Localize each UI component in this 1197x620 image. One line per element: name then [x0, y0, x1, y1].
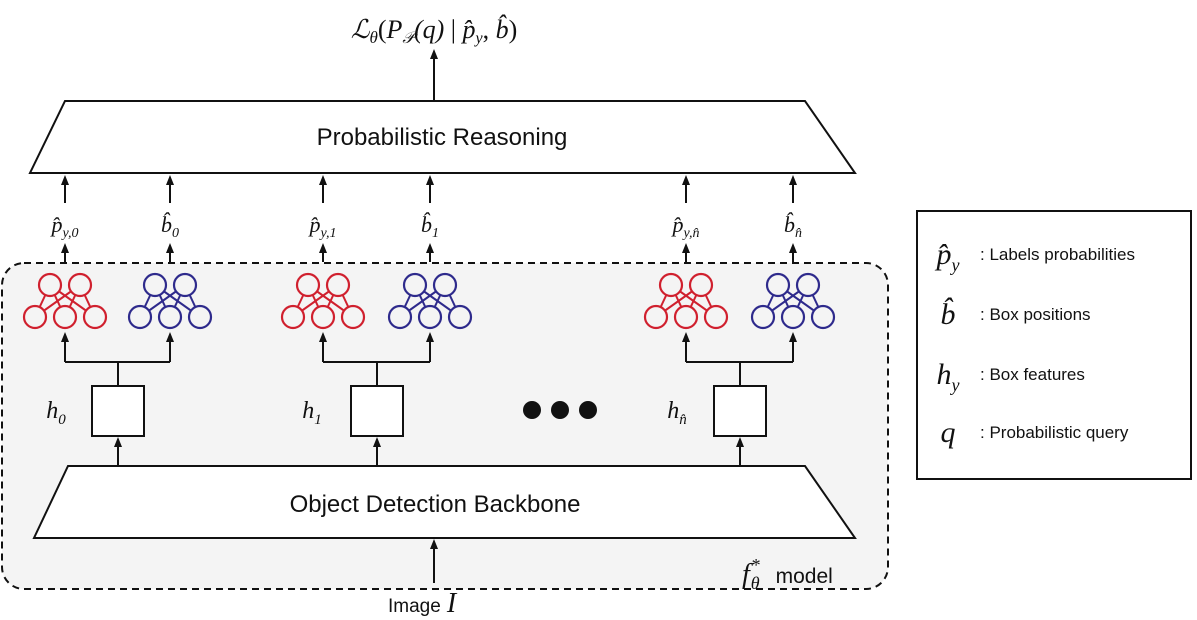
- box-feature-label: hn̂: [667, 398, 687, 428]
- ellipsis-dot: [523, 401, 541, 419]
- box-feature-block: [350, 385, 404, 437]
- label-probability-output: p̂y,n̂: [671, 212, 700, 241]
- network-node: [447, 304, 473, 330]
- legend-symbol: p̂y: [935, 238, 960, 275]
- legend-description: : Box features: [980, 365, 1085, 384]
- detection-heads: h0 p̂y,0 b̂0 h1 p̂y,1 b̂1 hn̂ p̂y,n̂ b̂n̂: [22, 175, 836, 466]
- legend-description: : Box positions: [980, 305, 1091, 324]
- network-node: [703, 304, 729, 330]
- network-node: [417, 304, 443, 330]
- network-node: [673, 304, 699, 330]
- legend-description: : Probabilistic query: [980, 423, 1129, 442]
- network-node: [387, 304, 413, 330]
- label-probability-output: p̂y,0: [50, 212, 79, 241]
- network-node: [658, 272, 684, 298]
- legend-description: : Labels probabilities: [980, 245, 1135, 264]
- label-probability-network: [22, 243, 108, 330]
- object-detection-backbone-block: [32, 465, 857, 539]
- legend: p̂y : Labels probabilities b̂ : Box positio…: [935, 238, 1135, 449]
- network-node: [52, 304, 78, 330]
- ellipsis-dot: [579, 401, 597, 419]
- box-feature-block: [91, 385, 145, 437]
- network-node: [795, 272, 821, 298]
- network-node: [325, 272, 351, 298]
- network-node: [82, 304, 108, 330]
- label-probability-network: [280, 243, 366, 330]
- probabilistic-reasoning-block: [28, 100, 857, 174]
- legend-symbol: b̂: [941, 297, 956, 331]
- network-node: [172, 272, 198, 298]
- network-node: [780, 304, 806, 330]
- network-node: [765, 272, 791, 298]
- box-position-output: b̂1: [421, 212, 439, 241]
- box-feature-block: [713, 385, 767, 437]
- legend-box: [916, 210, 1192, 480]
- network-node: [142, 272, 168, 298]
- network-node: [310, 304, 336, 330]
- network-node: [643, 304, 669, 330]
- legend-symbol: hy: [937, 358, 960, 395]
- network-node: [688, 272, 714, 298]
- ellipsis-dot: [551, 401, 569, 419]
- box-position-network: [750, 243, 836, 330]
- box-feature-label: h0: [46, 398, 66, 428]
- box-position-network: [387, 243, 473, 330]
- network-node: [22, 304, 48, 330]
- box-position-network: [127, 243, 213, 330]
- network-node: [810, 304, 836, 330]
- network-node: [295, 272, 321, 298]
- label-probability-output: p̂y,1: [308, 212, 337, 241]
- object-detection-backbone-label: Object Detection Backbone: [290, 491, 581, 518]
- network-node: [402, 272, 428, 298]
- network-node: [340, 304, 366, 330]
- box-feature-label: h1: [302, 398, 322, 428]
- network-node: [280, 304, 306, 330]
- network-node: [750, 304, 776, 330]
- network-node: [187, 304, 213, 330]
- legend-symbol: q: [941, 416, 956, 449]
- box-position-output: b̂n̂: [784, 212, 802, 241]
- network-node: [157, 304, 183, 330]
- probabilistic-reasoning-label: Probabilistic Reasoning: [317, 124, 568, 151]
- network-node: [37, 272, 63, 298]
- network-node: [67, 272, 93, 298]
- label-probability-network: [643, 243, 729, 330]
- loss-expression: ℒθ(P𝒫(q) | p̂y, b̂): [351, 15, 518, 47]
- box-position-output: b̂0: [161, 212, 179, 241]
- network-node: [127, 304, 153, 330]
- network-node: [432, 272, 458, 298]
